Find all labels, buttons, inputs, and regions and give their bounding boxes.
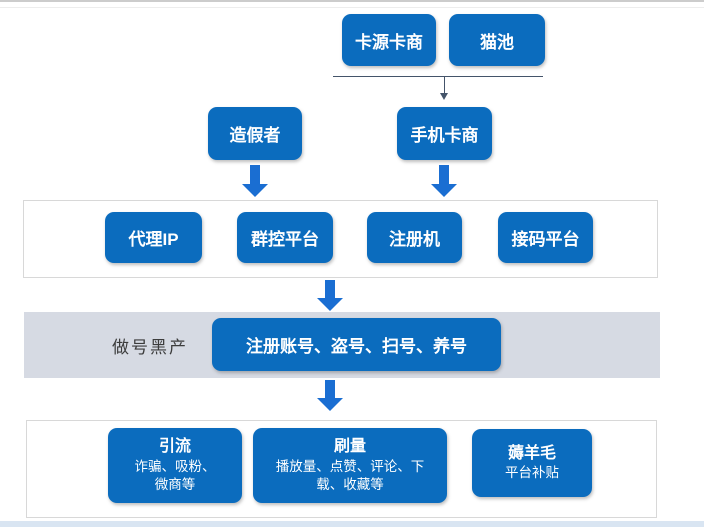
node-cat-pool: 猫池 [449,14,545,66]
node-sms-code-platform: 接码平台 [498,212,593,263]
arrow-head [431,184,457,197]
node-register-machine: 注册机 [367,212,462,263]
node-proxy-ip: 代理IP [105,212,202,263]
node-brushing-title: 刷量 [333,438,366,456]
top-border-line [0,0,704,2]
node-traffic-diversion: 引流 诈骗、吸粉、微商等 [108,428,242,503]
arrow-head [317,398,343,411]
node-card-source: 卡源卡商 [342,14,436,66]
arrow-head [317,298,343,311]
arrow-shaft [325,280,335,298]
band-label: 做号黑产 [112,337,188,357]
connector-arrowhead-icon [440,93,448,100]
connector-vertical-line [444,76,445,94]
connector-horizontal-line [333,76,543,77]
node-wool-title: 薅羊毛 [507,444,556,462]
node-traffic-title: 引流 [158,438,191,456]
node-faker: 造假者 [208,107,302,160]
node-brushing-desc: 播放量、点赞、评论、下载、收藏等 [275,459,425,492]
node-phone-card-dealer: 手机卡商 [397,107,492,160]
down-arrow-icon [317,380,343,411]
arrow-head [242,184,268,197]
top-faint-line [0,7,704,8]
down-arrow-icon [431,165,457,197]
node-traffic-desc: 诈骗、吸粉、微商等 [134,459,216,492]
arrow-shaft [325,380,335,398]
down-arrow-icon [317,280,343,311]
down-arrow-icon [242,165,268,197]
node-volume-brushing: 刷量 播放量、点赞、评论、下载、收藏等 [253,428,447,503]
arrow-shaft [439,165,449,184]
node-wool-desc: 平台补贴 [505,465,559,481]
node-wool-pulling: 薅羊毛 平台补贴 [472,429,592,497]
node-group-control-platform: 群控平台 [237,212,333,263]
bottom-border-strip [0,521,704,527]
arrow-shaft [250,165,260,184]
node-account-operations: 注册账号、盗号、扫号、养号 [212,318,501,371]
